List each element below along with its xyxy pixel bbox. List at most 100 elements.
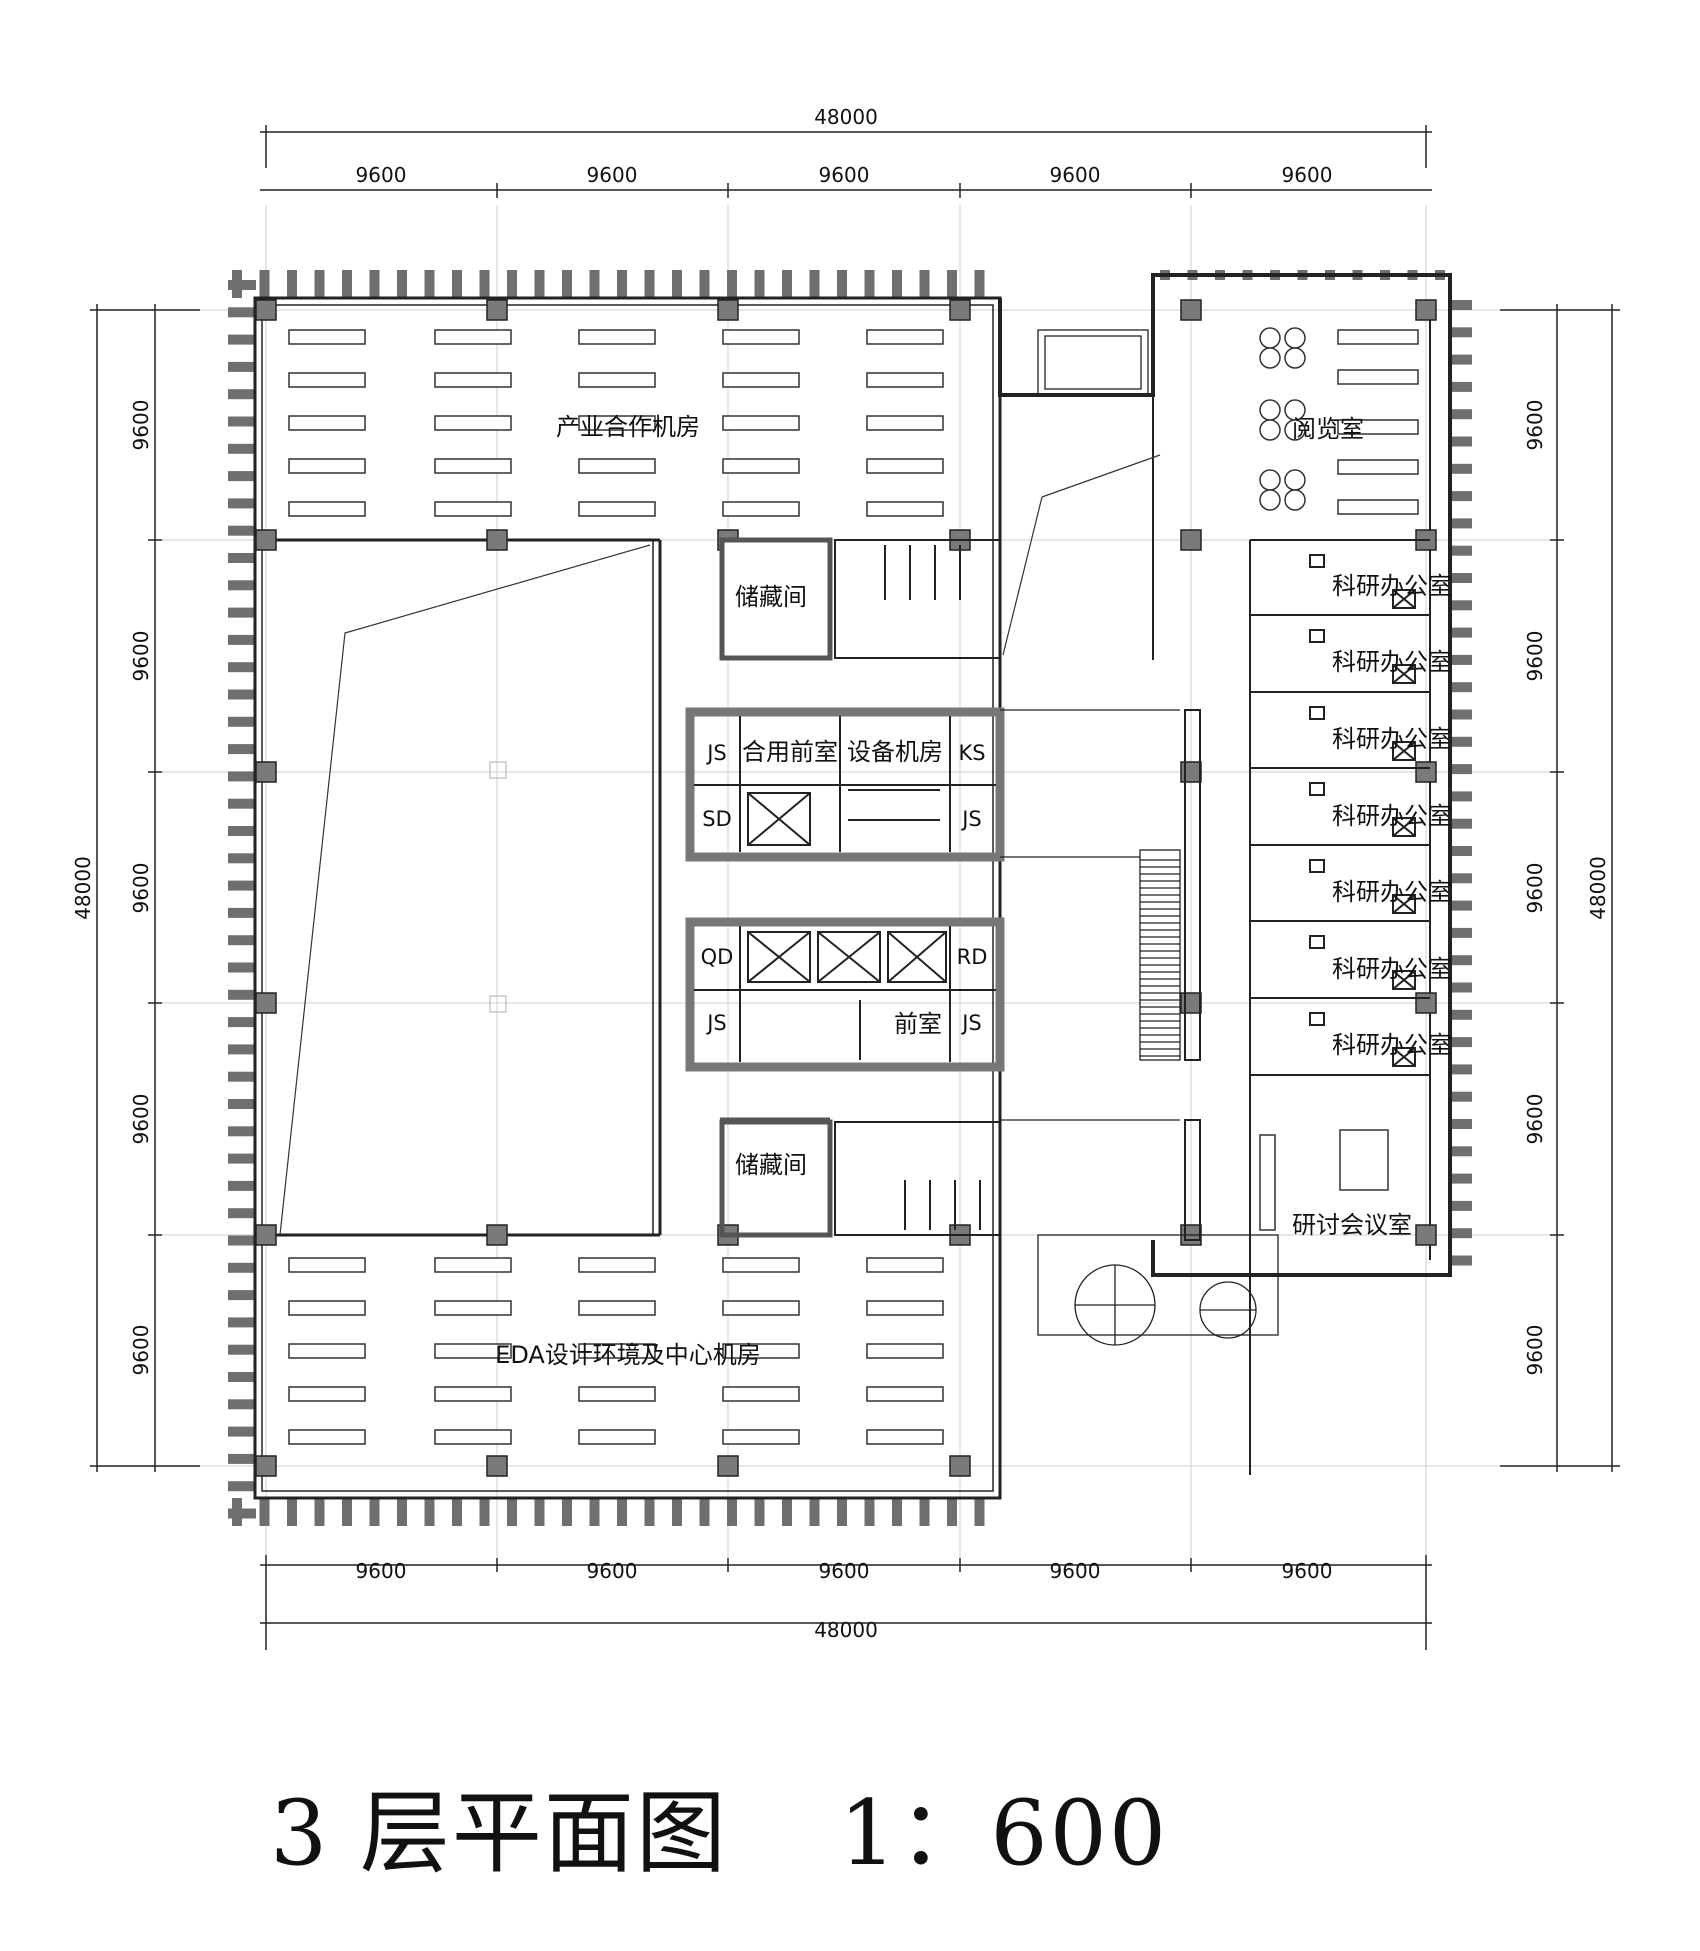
column bbox=[1180, 299, 1202, 321]
dim-right-bay: 9600 bbox=[1523, 1325, 1547, 1376]
facade-fin bbox=[1450, 1255, 1472, 1266]
facade-fin bbox=[397, 1498, 407, 1526]
facade-fin bbox=[864, 1498, 875, 1526]
facade-fin bbox=[228, 634, 256, 645]
dim-top-bay: 9600 bbox=[819, 163, 870, 187]
column bbox=[717, 299, 739, 321]
facade-fin bbox=[1450, 463, 1472, 474]
shaft-tag-rd: RD bbox=[957, 945, 988, 969]
facade-fin bbox=[287, 1498, 297, 1526]
office-cabinet-mark bbox=[1392, 664, 1416, 684]
facade-fin bbox=[479, 270, 490, 298]
dim-right-bay: 9600 bbox=[1523, 863, 1547, 914]
column bbox=[255, 761, 277, 783]
room-label-office: 科研办公室 bbox=[1332, 572, 1452, 600]
facade-fin bbox=[228, 525, 256, 536]
atrium-void bbox=[279, 454, 1161, 1236]
office-cabinet bbox=[1392, 589, 1416, 609]
facade-fin bbox=[809, 270, 820, 298]
facade-fin bbox=[672, 1498, 682, 1526]
facade-fin bbox=[397, 270, 407, 298]
facade-fin bbox=[228, 553, 256, 563]
facade-fin bbox=[228, 1017, 256, 1028]
dimension-lines bbox=[90, 125, 1620, 1650]
facade-fin bbox=[452, 1498, 462, 1526]
server-rack bbox=[722, 1429, 800, 1445]
server-rack bbox=[722, 415, 800, 431]
server-rack bbox=[578, 372, 656, 388]
server-rack bbox=[288, 1429, 366, 1445]
office-cabinet-mark bbox=[1392, 817, 1416, 837]
facade-fin bbox=[1450, 300, 1472, 310]
server-rack bbox=[722, 1300, 800, 1316]
facade-fin bbox=[228, 1508, 256, 1519]
facade-fin bbox=[1450, 491, 1472, 502]
facade-fin bbox=[314, 1498, 325, 1526]
facade-fin bbox=[1450, 654, 1472, 665]
server-rack bbox=[866, 1386, 944, 1402]
facade-fin bbox=[228, 798, 256, 809]
facade-fin bbox=[228, 907, 256, 918]
facade-fin bbox=[562, 1498, 572, 1526]
server-rack bbox=[288, 1300, 366, 1316]
facade-fin bbox=[1450, 600, 1472, 611]
server-rack bbox=[434, 1429, 512, 1445]
facade-fin bbox=[892, 1498, 902, 1526]
facade-fin bbox=[228, 989, 256, 1000]
room-label-office: 科研办公室 bbox=[1332, 955, 1452, 983]
dim-left-total: 48000 bbox=[71, 856, 95, 920]
dim-top-bay: 9600 bbox=[1282, 163, 1333, 187]
server-rack bbox=[434, 458, 512, 474]
facade-fin bbox=[782, 270, 792, 298]
dim-right-bay: 9600 bbox=[1523, 400, 1547, 451]
facade-fin bbox=[228, 1126, 256, 1137]
server-racks bbox=[288, 329, 944, 1445]
facade-fin bbox=[228, 1372, 256, 1382]
column bbox=[255, 1455, 277, 1477]
facade-fin bbox=[1450, 982, 1472, 993]
facade-fin bbox=[228, 1262, 256, 1273]
room-label-office: 科研办公室 bbox=[1332, 648, 1452, 676]
room-label-storage: 储藏间 bbox=[735, 583, 807, 611]
dim-bottom-total: 48000 bbox=[814, 1618, 878, 1642]
facade-fin bbox=[228, 1453, 256, 1464]
facade-fin bbox=[1450, 327, 1472, 338]
office-chair bbox=[1309, 859, 1325, 873]
facade-fin bbox=[342, 1498, 352, 1526]
facade-fin bbox=[228, 471, 256, 482]
dim-left-bay: 9600 bbox=[129, 1325, 153, 1376]
column bbox=[1415, 1224, 1437, 1246]
facade-fin bbox=[1450, 1228, 1472, 1239]
facade-fin bbox=[228, 1344, 256, 1355]
facade-fin bbox=[228, 880, 256, 891]
facade-fin bbox=[1450, 1119, 1472, 1129]
structural-columns bbox=[255, 299, 1437, 1477]
room-label-office: 科研办公室 bbox=[1332, 1031, 1452, 1059]
facade-fin bbox=[259, 1498, 270, 1526]
server-rack bbox=[434, 415, 512, 431]
facade-fin bbox=[228, 416, 256, 427]
server-rack bbox=[578, 458, 656, 474]
main-stair bbox=[1000, 709, 1201, 1241]
facade-fin bbox=[1450, 1064, 1472, 1075]
facade-fin bbox=[1450, 545, 1472, 556]
office-chair bbox=[1309, 935, 1325, 949]
room-labels: 产业合作机房 EDA设计环境及中心机房 阅览室 储藏间 储藏间 合用前室 设备机… bbox=[495, 413, 1452, 1369]
facade-fin bbox=[1450, 1200, 1472, 1211]
facade-fin bbox=[259, 270, 270, 298]
facade-fin bbox=[919, 270, 930, 298]
drawing-title-scale: 1：600 bbox=[839, 1781, 1169, 1886]
facade-fin bbox=[974, 270, 985, 298]
facade-fin bbox=[589, 270, 600, 298]
column bbox=[949, 299, 971, 321]
column bbox=[486, 1455, 508, 1477]
shaft-tag-js: JS bbox=[960, 807, 982, 831]
facade-fin bbox=[1450, 409, 1472, 420]
facade-fin bbox=[228, 607, 256, 618]
office-cabinet bbox=[1392, 894, 1416, 914]
facade-fin bbox=[507, 270, 517, 298]
shaft-tags: JS KS SD JS QD RD JS JS bbox=[701, 741, 988, 1035]
facade-fin bbox=[699, 270, 710, 298]
facade-fin bbox=[228, 853, 256, 864]
